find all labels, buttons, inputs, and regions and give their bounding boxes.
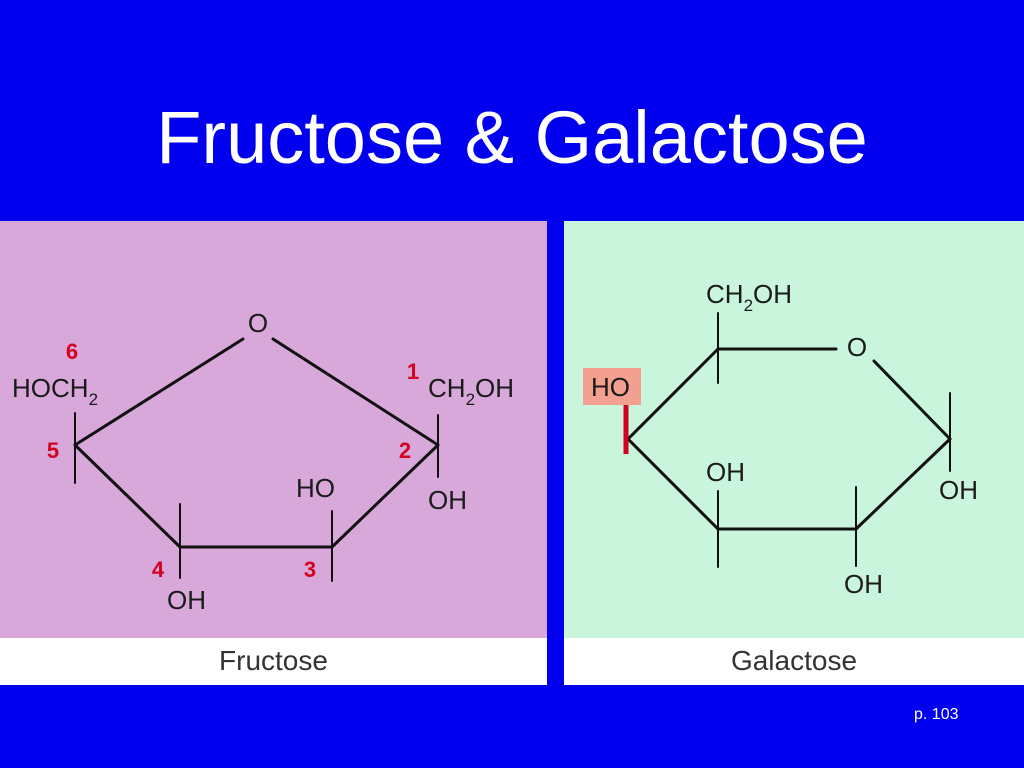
c2-oh-label: OH (844, 569, 883, 599)
galactose-diagram-background (564, 221, 1024, 638)
ho-highlight-box (583, 368, 641, 405)
c4-oh-label: OH (167, 585, 206, 615)
bond-c4-c5 (626, 347, 720, 441)
c3-oh-label: OH (706, 457, 745, 487)
bond-o-c1 (872, 359, 952, 441)
fructose-ring-bonds (73, 337, 440, 549)
c3-ho-label: HO (296, 473, 335, 503)
ring-oxygen: O (847, 332, 867, 362)
c6-group-label: HOCH2 (12, 373, 98, 409)
carbon-number-4: 4 (152, 557, 165, 582)
carbon-number-6: 6 (66, 339, 78, 364)
bond-c4-c5 (73, 443, 182, 549)
galactose-structure: CH2OH O HO OH OH OH (564, 221, 1024, 638)
c6-group-label: CH2OH (706, 279, 792, 315)
fructose-caption: Fructose (219, 645, 328, 676)
bond-c5-o (73, 337, 245, 447)
c1-group-label: CH2OH (428, 373, 514, 409)
carbon-number-5: 5 (47, 438, 59, 463)
page-number: p. 103 (914, 706, 959, 723)
bond-c3-c4 (626, 437, 720, 531)
slide-title: Fructose & Galactose (156, 96, 868, 179)
fructose-substituent-bonds (74, 412, 439, 582)
bond-o-c2 (271, 337, 440, 447)
carbon-number-2: 2 (399, 438, 411, 463)
galactose-substituent-bonds (717, 312, 951, 568)
bond-c2-c3 (330, 443, 440, 549)
carbon-number-3: 3 (304, 557, 316, 582)
bond-c1-c2 (854, 437, 952, 531)
fructose-diagram-background (0, 221, 547, 638)
fructose-structure: O HOCH2 CH2OH OH HO OH 6 1 5 2 4 3 (0, 221, 547, 638)
ring-oxygen: O (248, 308, 268, 338)
galactose-ring-bonds (626, 347, 952, 531)
c4-ho-label: HO (591, 372, 630, 402)
c2-oh-label: OH (428, 485, 467, 515)
fructose-panel: O HOCH2 CH2OH OH HO OH 6 1 5 2 4 3 Fruct… (0, 221, 547, 685)
c1-oh-label: OH (939, 475, 978, 505)
galactose-caption: Galactose (730, 645, 858, 676)
galactose-panel: CH2OH O HO OH OH OH Galactose (564, 221, 1024, 685)
carbon-number-1: 1 (407, 359, 419, 384)
